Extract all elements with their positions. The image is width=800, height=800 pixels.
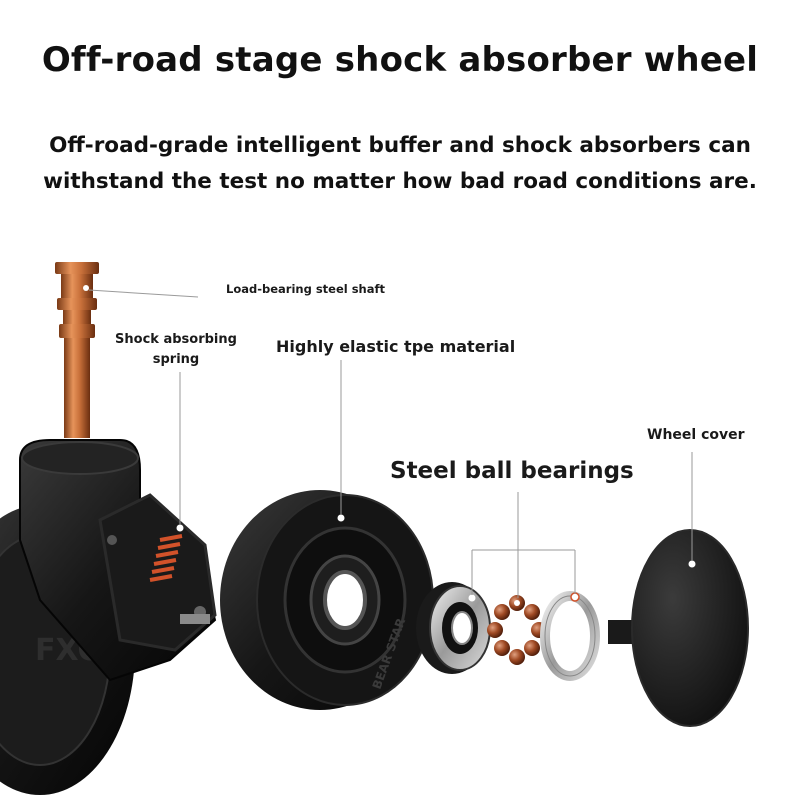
caster-wheel-assembly: FXO (0, 439, 217, 795)
label-steel-bearings: Steel ball bearings (390, 458, 634, 484)
callout-dot (337, 514, 345, 522)
steel-shaft (55, 262, 99, 438)
page-title: Off-road stage shock absorber wheel (41, 40, 759, 80)
ball-bearing (416, 582, 491, 674)
label-spring-line2: spring (152, 352, 200, 367)
steel-balls (487, 595, 547, 665)
shock-spring (149, 534, 183, 582)
tpe-wheel: BEAR STAR (220, 490, 434, 710)
label-wheel-cover: Wheel cover (647, 427, 745, 443)
callout-dot (83, 285, 89, 291)
retaining-ring (540, 591, 600, 681)
callout-dot (468, 594, 476, 602)
callout-dot (688, 560, 696, 568)
callout-dot (176, 524, 184, 532)
callout-dot (514, 600, 520, 606)
callout-lines (88, 289, 693, 598)
callout-dot (570, 592, 580, 602)
page-subtitle: Off-road-grade intelligent buffer and sh… (43, 133, 757, 194)
label-steel-shaft: Load-bearing steel shaft (226, 282, 386, 296)
label-shock-spring: Shock absorbing spring (108, 330, 244, 370)
label-tpe-material: Highly elastic tpe material (276, 337, 516, 356)
wheel-cover (608, 529, 749, 727)
label-spring-line1: Shock absorbing (115, 332, 237, 347)
